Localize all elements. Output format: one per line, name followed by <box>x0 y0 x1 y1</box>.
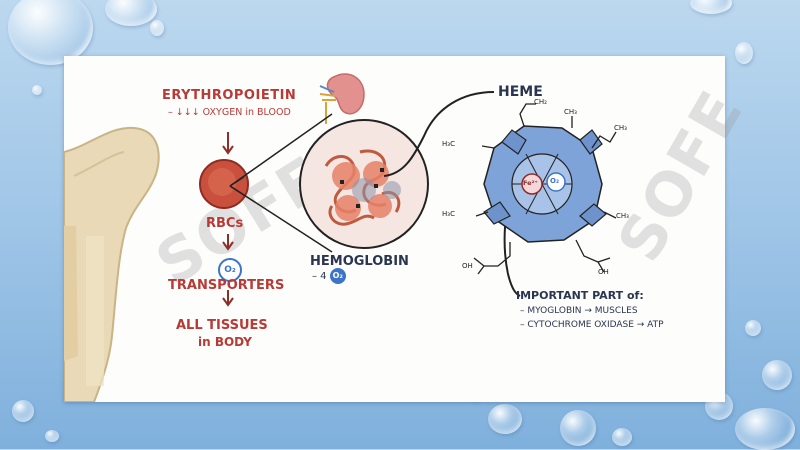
heme-connector <box>383 91 495 177</box>
water-droplet <box>560 410 596 446</box>
slide-canvas: SOFE SOFE <box>64 56 757 402</box>
heme-o2-label: O₂ <box>550 177 560 185</box>
hemoglobin-count: – 4 O₂ <box>312 268 346 284</box>
water-droplet <box>690 0 732 14</box>
diagram-svg <box>64 73 617 402</box>
zoom-lines <box>229 113 333 253</box>
water-droplet <box>762 360 792 390</box>
o2-badge-hemoglobin: O₂ <box>329 268 346 284</box>
water-droplet <box>488 404 522 434</box>
group-ch2-top: CH₂ <box>534 98 547 106</box>
water-droplet <box>735 42 753 64</box>
water-droplet <box>735 408 795 450</box>
bone-illustration <box>64 126 160 402</box>
water-droplet <box>12 400 34 422</box>
group-ch2-right: CH₃ <box>614 124 627 132</box>
water-droplet <box>8 0 93 65</box>
cytochrome-label: – CYTOCHROME OXIDASE → ATP <box>520 320 664 330</box>
water-droplet <box>150 20 164 36</box>
oxygen-low-label: – ↓↓↓ OXYGEN in BLOOD <box>168 107 291 118</box>
water-droplet <box>105 0 157 26</box>
transporters-label: TRANSPORTERS <box>168 278 285 293</box>
rbcs-label: RBCs <box>206 216 244 231</box>
group-h3c-bottom-left: H₃C <box>442 210 455 218</box>
oh-left-label: OH <box>462 262 473 270</box>
group-h3c-left: H₃C <box>442 140 455 148</box>
fe-label: Fe²⁺ <box>523 179 538 187</box>
myoglobin-label: – MYOGLOBIN → MUSCLES <box>520 306 638 316</box>
group-ch3-top: CH₃ <box>564 108 577 116</box>
erythropoietin-label: ERYTHROPOIETIN <box>162 88 297 103</box>
in-body-label: in BODY <box>198 335 252 349</box>
o2-badge-rbc: O₂ <box>218 258 242 282</box>
flow-arrows <box>222 132 234 307</box>
four-label: – 4 <box>312 271 327 282</box>
heme-title: HEME <box>498 84 543 100</box>
kidney-icon <box>319 73 365 124</box>
water-droplet <box>32 85 42 95</box>
water-droplet <box>745 320 761 336</box>
group-ch3-bottom-right: CH₃ <box>616 212 629 220</box>
oh-right-label: OH <box>598 268 609 276</box>
o2-text: O₂ <box>224 265 236 275</box>
o2-text: O₂ <box>332 271 343 280</box>
important-label: IMPORTANT PART of: <box>516 289 644 302</box>
rbc-cell <box>199 159 249 209</box>
water-droplet <box>45 430 59 442</box>
hemoglobin-circle <box>299 119 429 249</box>
hemoglobin-label: HEMOGLOBIN <box>310 254 409 269</box>
heme-molecule <box>473 103 617 275</box>
all-tissues-label: ALL TISSUES <box>176 318 268 333</box>
water-droplet <box>612 428 632 446</box>
